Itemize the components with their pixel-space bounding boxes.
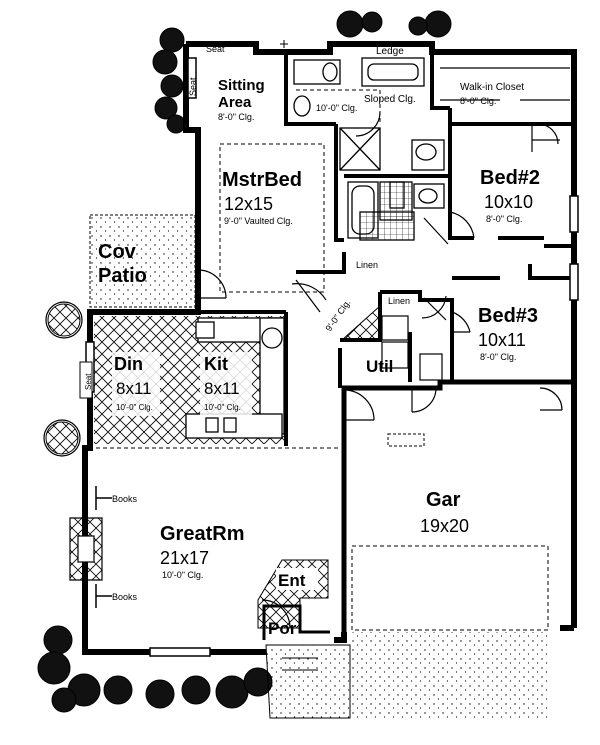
dining-seat-bench — [79, 361, 93, 399]
walk-steps — [282, 657, 318, 671]
master-bed-size: 12x15 — [224, 194, 273, 214]
patio-slab — [89, 214, 196, 308]
bath-ceiling: 10'-0" Clg. — [316, 103, 357, 113]
fireplace — [69, 517, 103, 581]
utility-title: Util — [366, 357, 393, 376]
kitchen-size: 8x11 — [204, 379, 240, 398]
linen-1-label: Linen — [356, 260, 378, 270]
driveway — [350, 632, 550, 718]
shrub-left-dining-fill — [45, 303, 81, 455]
walkin-closet-ceiling: 8'-0" Clg. — [460, 96, 496, 106]
bed3-title: Bed#3 — [478, 305, 538, 327]
bath-fixtures — [293, 57, 445, 241]
bed3-size: 10x11 — [478, 330, 526, 350]
seat-top-label: Seat — [206, 44, 225, 54]
garage-attic-hatch — [387, 433, 425, 447]
ledge-label: Ledge — [376, 46, 404, 57]
shrub-bottom-left — [37, 625, 273, 713]
great-room-title: GreatRm — [160, 523, 244, 545]
kitchen-ceiling: 10'-0" Clg. — [204, 403, 241, 412]
garage-walls — [341, 379, 574, 632]
patio-title: Cov — [98, 241, 137, 263]
linen-2-label: Linen — [388, 296, 410, 306]
entry-title: Ent — [278, 571, 306, 590]
bed2-ceiling: 8'-0" Clg. — [486, 214, 522, 224]
utility-floor — [340, 304, 381, 341]
bed2-closet — [531, 124, 560, 152]
master-bed-title: MstrBed — [222, 169, 302, 191]
great-room-ceiling: 10'-0" Clg. — [162, 570, 203, 580]
entry-label-group: Ent — [276, 568, 318, 590]
great-room-size: 21x17 — [160, 548, 209, 568]
books-top-label: Books — [112, 494, 138, 504]
bed2-title: Bed#2 — [480, 167, 540, 189]
dining-title: Din — [114, 354, 143, 374]
walkin-shelf — [440, 67, 570, 101]
dining-ceiling: 10'-0" Clg. — [116, 403, 153, 412]
hall-ceiling: 9'-0" Clg. — [323, 298, 352, 334]
bookshelves — [95, 486, 112, 608]
shrubs — [37, 10, 452, 713]
shrub-top-left — [152, 27, 186, 134]
kitchen-title: Kit — [204, 354, 228, 374]
utility-appliances — [381, 315, 443, 381]
garage-size: 19x20 — [420, 516, 469, 536]
master-bed-ceiling: 9'-0" Vaulted Clg. — [224, 216, 293, 226]
shrub-top-right — [336, 10, 452, 38]
corner-marker — [280, 40, 288, 48]
dining-seat-label: Seat — [84, 373, 93, 390]
bath-sloped-ceiling: Sloped Clg. — [364, 94, 416, 105]
kitchen-label-group: Kit 8x11 10'-0" Clg. — [200, 352, 252, 416]
dining-size: 8x11 — [116, 379, 152, 398]
garage-title: Gar — [426, 489, 461, 511]
garage-door — [351, 545, 549, 631]
bed2-size: 10x10 — [484, 192, 533, 212]
sitting-area-title: Sitting — [218, 77, 265, 94]
walkin-closet-label: Walk-in Closet — [460, 82, 524, 93]
porch-title: Por — [268, 619, 297, 638]
books-bottom-label: Books — [112, 592, 138, 602]
sitting-area-title-2: Area — [218, 94, 252, 111]
porch-wall — [262, 604, 330, 640]
sitting-area-ceiling: 8'-0" Clg. — [218, 112, 254, 122]
bed3-ceiling: 8'-0" Clg. — [480, 352, 516, 362]
dining-label-group: Din 8x11 10'-0" Clg. — [112, 352, 160, 416]
patio-title-2: Patio — [98, 265, 147, 287]
front-walk — [265, 644, 351, 719]
seat-side-label: Seat — [188, 77, 198, 96]
